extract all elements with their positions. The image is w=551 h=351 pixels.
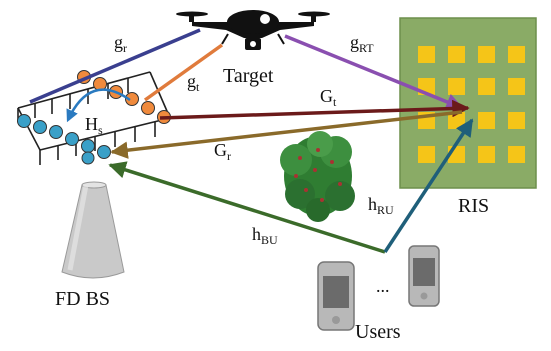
- link-h-ru: [383, 118, 474, 253]
- link-h-bu: [108, 161, 386, 254]
- ris-panel-icon: [399, 17, 537, 189]
- label-G-r: Gr: [214, 140, 231, 163]
- label-h-bu: hBU: [252, 224, 278, 247]
- phone-icon: [408, 245, 440, 307]
- phone-icon: [317, 261, 355, 331]
- drone-icon: [176, 10, 330, 50]
- link-g-rt: [284, 34, 464, 111]
- label-g-t: gt: [187, 71, 200, 94]
- base-station-icon: [61, 181, 125, 279]
- link-g-t: [143, 43, 224, 102]
- label-G-t: Gt: [320, 86, 337, 109]
- link-g-r: [29, 28, 201, 104]
- link-G-r: [110, 110, 463, 159]
- label-g-rt: gRT: [350, 32, 374, 55]
- label-H-s: Hs: [85, 114, 103, 137]
- label-ris: RIS: [458, 195, 489, 217]
- tree-icon: [280, 131, 355, 222]
- label-fd-bs: FD BS: [55, 288, 110, 310]
- link-H-s: [66, 88, 131, 123]
- label-g-r: gr: [114, 32, 127, 55]
- label-h-ru: hRU: [368, 194, 394, 217]
- label-dots: ...: [376, 276, 390, 296]
- label-users: Users: [355, 321, 401, 343]
- label-target: Target: [223, 65, 274, 87]
- link-G-t: [159, 99, 470, 120]
